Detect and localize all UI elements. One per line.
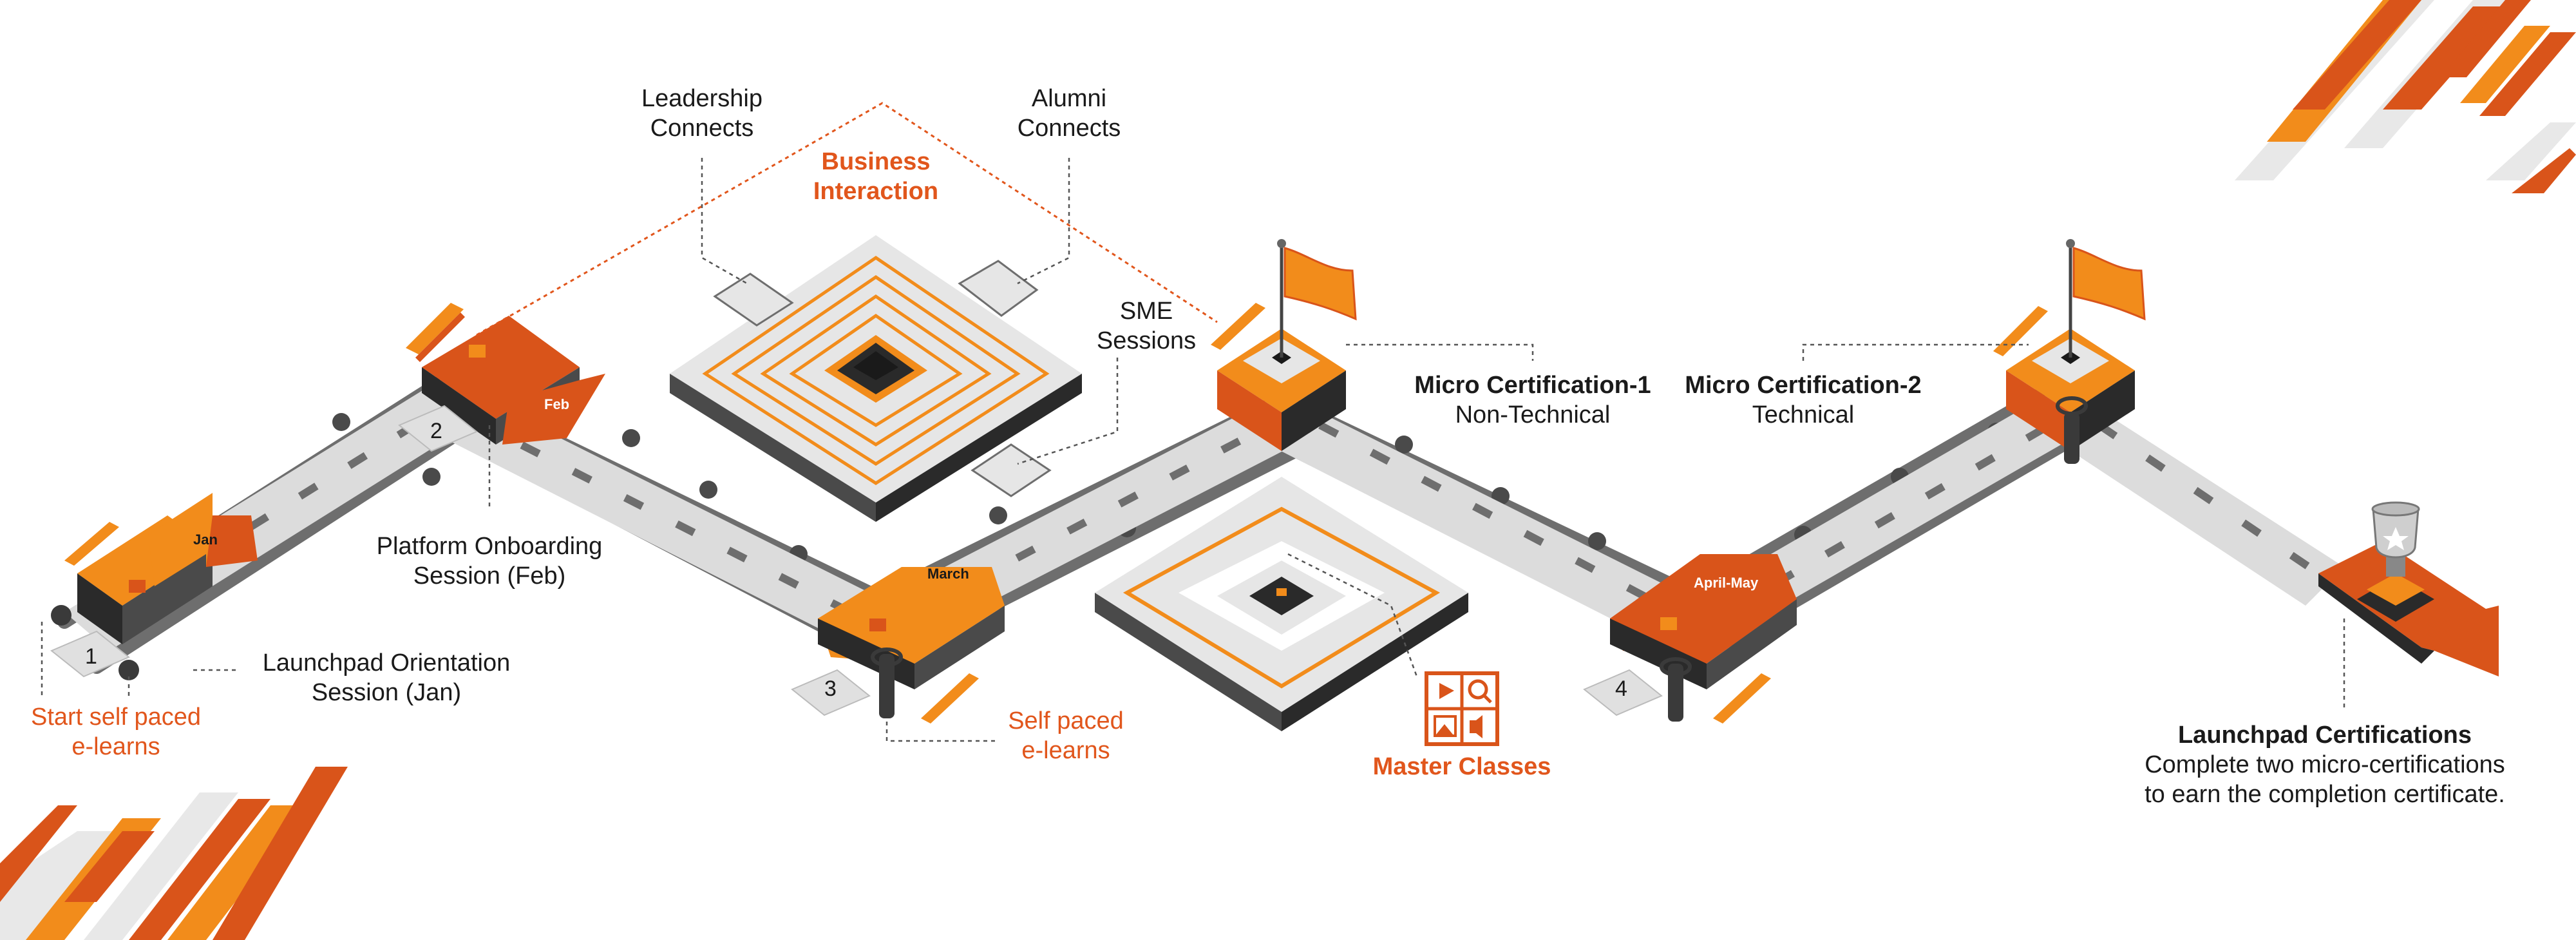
- master-classes-icon: [1425, 671, 1499, 746]
- start-self-line-2: e-learns: [71, 733, 160, 760]
- business-interaction-lines: [476, 102, 1218, 336]
- micro-cert-1-subtitle: Non-Technical: [1455, 401, 1611, 428]
- business-line-1: Business: [821, 148, 931, 175]
- platform-line-1: Platform Onboarding: [376, 533, 603, 560]
- launchpad-cert-desc-1: Complete two micro-certifications: [2145, 751, 2505, 778]
- launchpad-orientation-label: Launchpad Orientation Session (Jan): [251, 648, 522, 707]
- month-march: March: [927, 566, 969, 582]
- alumni-line-1: Alumni: [1031, 85, 1107, 112]
- connect-tiles: [713, 260, 1052, 497]
- leadership-connects-label: Leadership Connects: [625, 84, 779, 143]
- step-number-1: 1: [85, 644, 97, 669]
- orientation-line-1: Launchpad Orientation: [262, 649, 511, 676]
- launchpad-certifications-label: Launchpad Certifications Complete two mi…: [2125, 720, 2524, 809]
- self-paced-line-2: e-learns: [1021, 737, 1110, 764]
- self-paced-label: Self paced e-learns: [979, 706, 1153, 765]
- sme-line-1: SME: [1119, 298, 1173, 325]
- pipe-valves: [51, 396, 2088, 722]
- orientation-line-2: Session (Jan): [311, 679, 462, 706]
- leadership-line-2: Connects: [650, 115, 754, 142]
- sme-line-2: Sessions: [1096, 327, 1197, 354]
- month-feb: Feb: [544, 396, 569, 412]
- self-paced-line-1: Self paced: [1008, 707, 1124, 734]
- leadership-line-1: Leadership: [641, 85, 763, 112]
- start-self-line-1: Start self paced: [30, 704, 202, 731]
- micro-cert-2-subtitle: Technical: [1752, 401, 1855, 428]
- month-jan: Jan: [193, 532, 218, 548]
- micro-cert-1-pedestal: [1217, 329, 1346, 451]
- connector-lines: [41, 158, 2345, 742]
- decorative-stripes-bottom-left: [0, 767, 348, 940]
- micro-cert-2-label: Micro Certification-2 Technical: [1681, 370, 1926, 430]
- step-tiles: [50, 405, 1663, 716]
- micro-cert-2-flag: [2066, 239, 2146, 358]
- accent-stripes: [64, 303, 2048, 724]
- trophy-icon: [2357, 501, 2434, 622]
- micro-cert-2-title: Micro Certification-2: [1685, 372, 1922, 399]
- alumni-line-2: Connects: [1017, 115, 1121, 142]
- jan-block: [77, 493, 258, 644]
- micro-cert-2-pedestal: [2006, 329, 2135, 451]
- business-interaction-label: Business Interaction: [799, 147, 953, 206]
- step-number-4: 4: [1615, 676, 1627, 701]
- month-april-may: April-May: [1694, 575, 1759, 591]
- start-self-paced-label: Start self paced e-learns: [19, 702, 213, 762]
- platform-line-2: Session (Feb): [413, 562, 566, 590]
- sme-sessions-label: SME Sessions: [1082, 296, 1211, 356]
- step-number-2: 2: [430, 419, 442, 443]
- alumni-connects-label: Alumni Connects: [992, 84, 1146, 143]
- step-number-3: 3: [824, 676, 837, 701]
- feb-block: [422, 316, 605, 445]
- launchpad-cert-title: Launchpad Certifications: [2177, 722, 2472, 749]
- launchpad-cert-desc-2: to earn the completion certificate.: [2145, 781, 2505, 808]
- master-classes-label: Master Classes: [1372, 753, 1551, 780]
- platform-onboarding-label: Platform Onboarding Session (Feb): [361, 532, 618, 591]
- micro-cert-1-label: Micro Certification-1 Non-Technical: [1410, 370, 1655, 430]
- master-classes-platform: [1095, 477, 1468, 731]
- business-line-2: Interaction: [813, 178, 939, 205]
- business-interaction-platform: [670, 235, 1082, 522]
- decorative-stripes-top-right: [2235, 0, 2576, 193]
- micro-cert-1-flag: [1277, 239, 1357, 358]
- micro-cert-1-title: Micro Certification-1: [1414, 372, 1651, 399]
